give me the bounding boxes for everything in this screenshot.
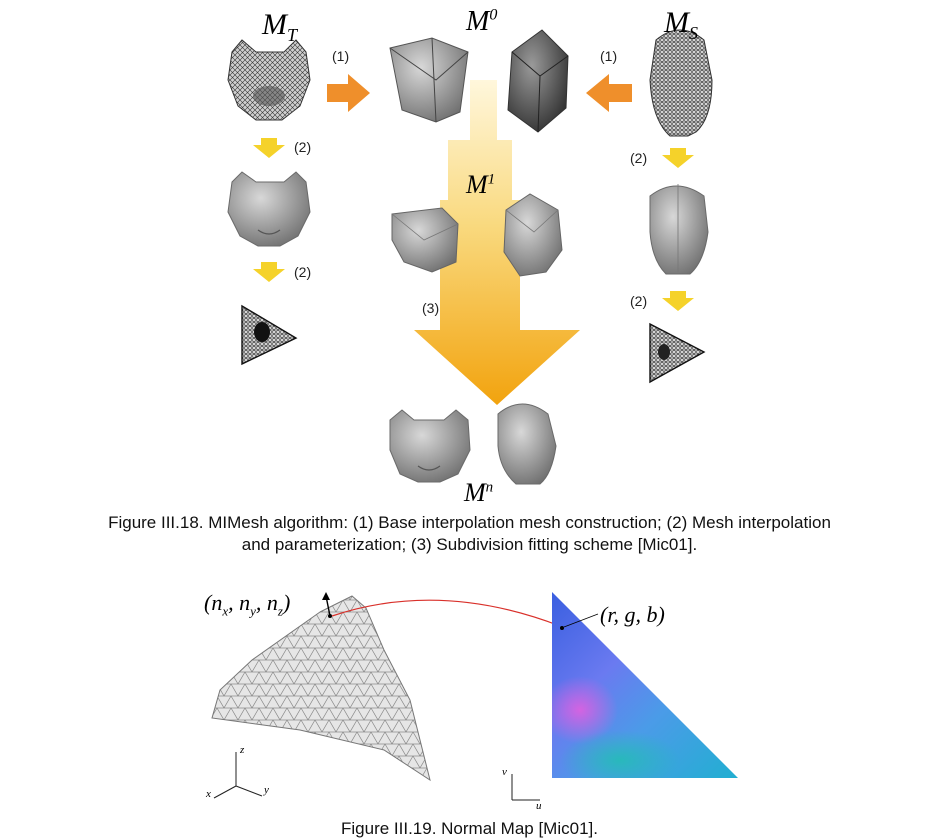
label-ms: MS [664,6,698,43]
figure-19-caption: Figure III.19. Normal Map [Mic01]. [341,819,598,838]
label-m0: M0 [466,6,498,37]
uv-axis [511,774,540,801]
yellow-arrow-left-2 [253,262,285,282]
figure-18-caption-line2: and parameterization; (3) Subdivision fi… [241,535,698,554]
step2-left-a-label: (2) [294,139,312,155]
axis-x-label: x [206,788,211,800]
figure-18-caption: Figure III.18. MIMesh algorithm: (1) Bas… [0,512,939,556]
xyz-axis [213,752,263,799]
axis-z-label: z [240,744,245,756]
subdivision-arrow [414,80,580,405]
step3-label: (3) [422,300,440,316]
human-head-wireframe [649,29,713,137]
yellow-arrow-left-1 [253,138,285,158]
label-mn: Mn [464,478,494,507]
step2-left-b-label: (2) [294,264,312,280]
label-mt: MT [262,8,298,45]
orange-arrow-left [327,74,370,112]
yellow-arrow-right-1 [662,148,694,168]
final-mesh-head [497,403,557,485]
step1-left-label: (1) [332,48,350,64]
param-triangle-left [241,304,298,366]
normal-vector [322,592,332,618]
mesh-patch [211,595,431,782]
param-triangle-right [649,322,706,384]
base-mesh-head [507,29,569,133]
cat-head-wireframe [227,39,311,121]
step2-right-a-label: (2) [630,150,648,166]
axis-y-label: y [264,784,269,796]
axis-v-label: v [502,766,507,778]
level1-mesh-cat [391,207,459,273]
human-head-smooth [649,184,709,275]
figure-18-caption-line1: Figure III.18. MIMesh algorithm: (1) Bas… [108,513,831,532]
base-mesh-cat [389,37,469,123]
mapping-curve [331,599,561,627]
cat-head-smooth [227,171,311,247]
step1-right-label: (1) [600,48,618,64]
axis-u-label: u [536,800,542,812]
orange-arrow-right [586,74,632,112]
step2-right-b-label: (2) [630,293,648,309]
normal-label: (nx, ny, nz) [204,590,291,619]
label-m1: M1 [466,170,496,199]
rgb-label: (r, g, b) [600,602,665,627]
yellow-arrow-right-2 [662,291,694,311]
level1-mesh-head [503,193,563,277]
final-mesh-cat [389,409,471,483]
